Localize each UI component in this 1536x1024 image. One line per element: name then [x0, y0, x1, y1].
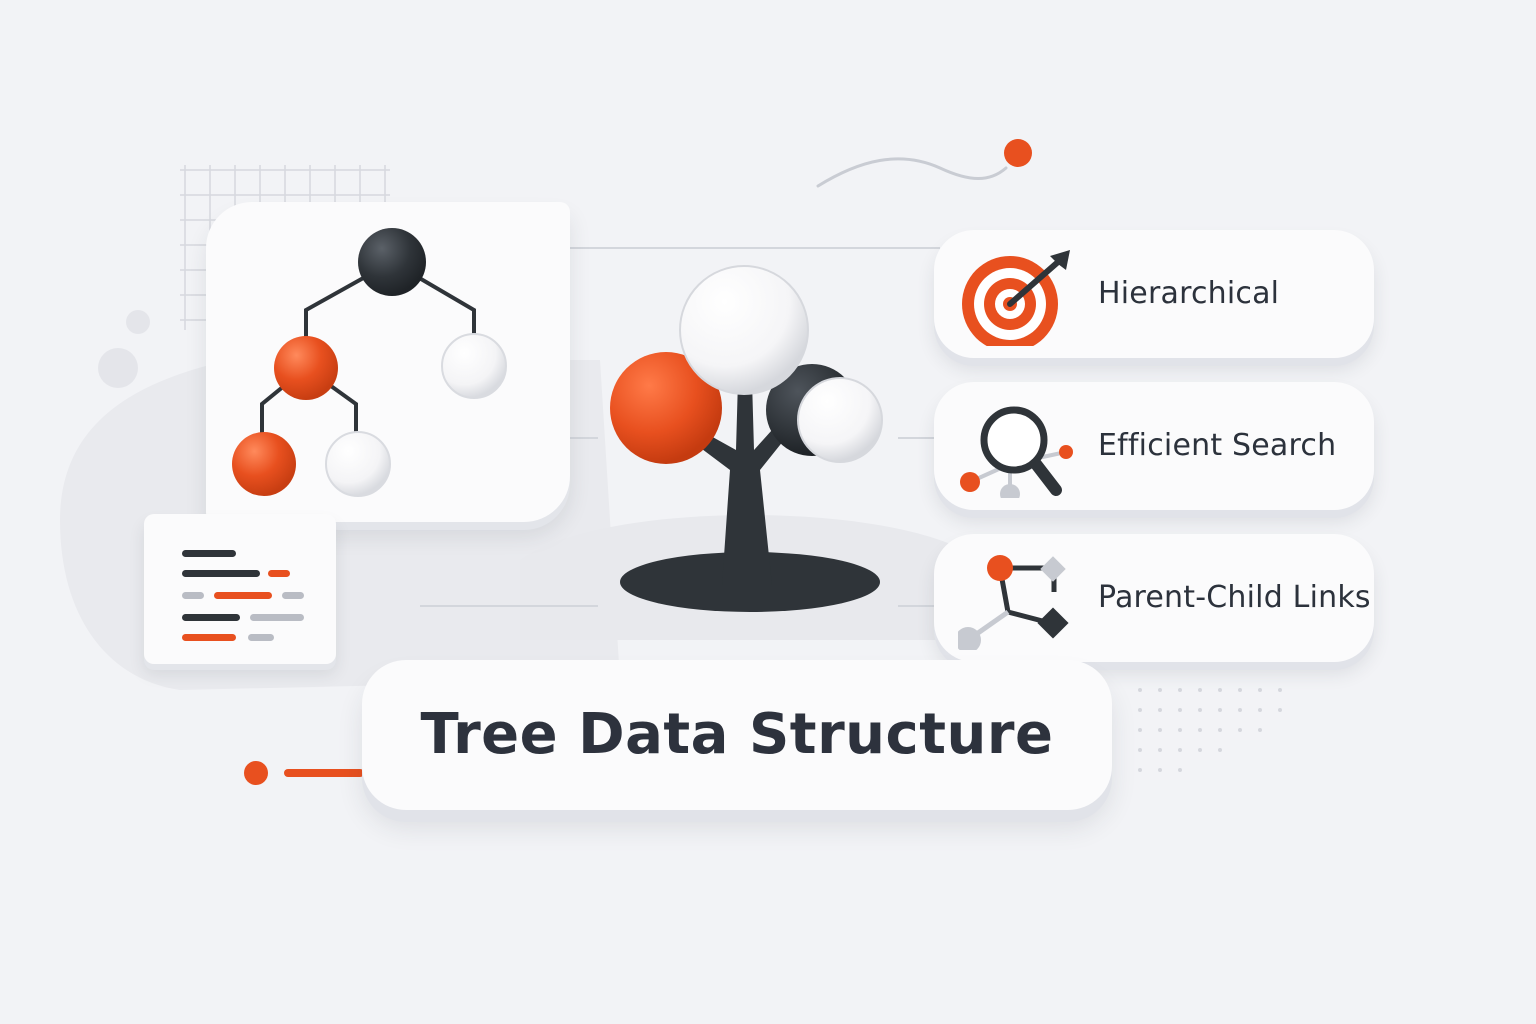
binary-tree-diagram [232, 228, 507, 497]
feature-card-parent-child-links: Parent-Child Links [934, 534, 1374, 662]
target-icon [962, 250, 1070, 346]
feature-label: Parent-Child Links [1098, 580, 1371, 615]
page-title: Tree Data Structure [420, 702, 1054, 767]
feature-card-efficient-search: Efficient Search [934, 382, 1374, 510]
code-snippet-card [144, 514, 336, 664]
title-card: Tree Data Structure [362, 660, 1112, 810]
tree-node-left-right [325, 431, 391, 497]
feature-label: Efficient Search [1098, 428, 1337, 463]
tree-node-root [358, 228, 426, 296]
tree-node-left [274, 336, 338, 400]
tree-diagram-card [206, 202, 570, 522]
tree-node-right [441, 333, 507, 399]
feature-label: Hierarchical [1098, 276, 1280, 311]
linked-nodes-icon [958, 555, 1069, 650]
code-lines-icon [182, 550, 304, 641]
tree-node-left-left [232, 432, 296, 496]
feature-card-hierarchical: Hierarchical [934, 230, 1374, 358]
search-graph-icon [960, 406, 1073, 498]
